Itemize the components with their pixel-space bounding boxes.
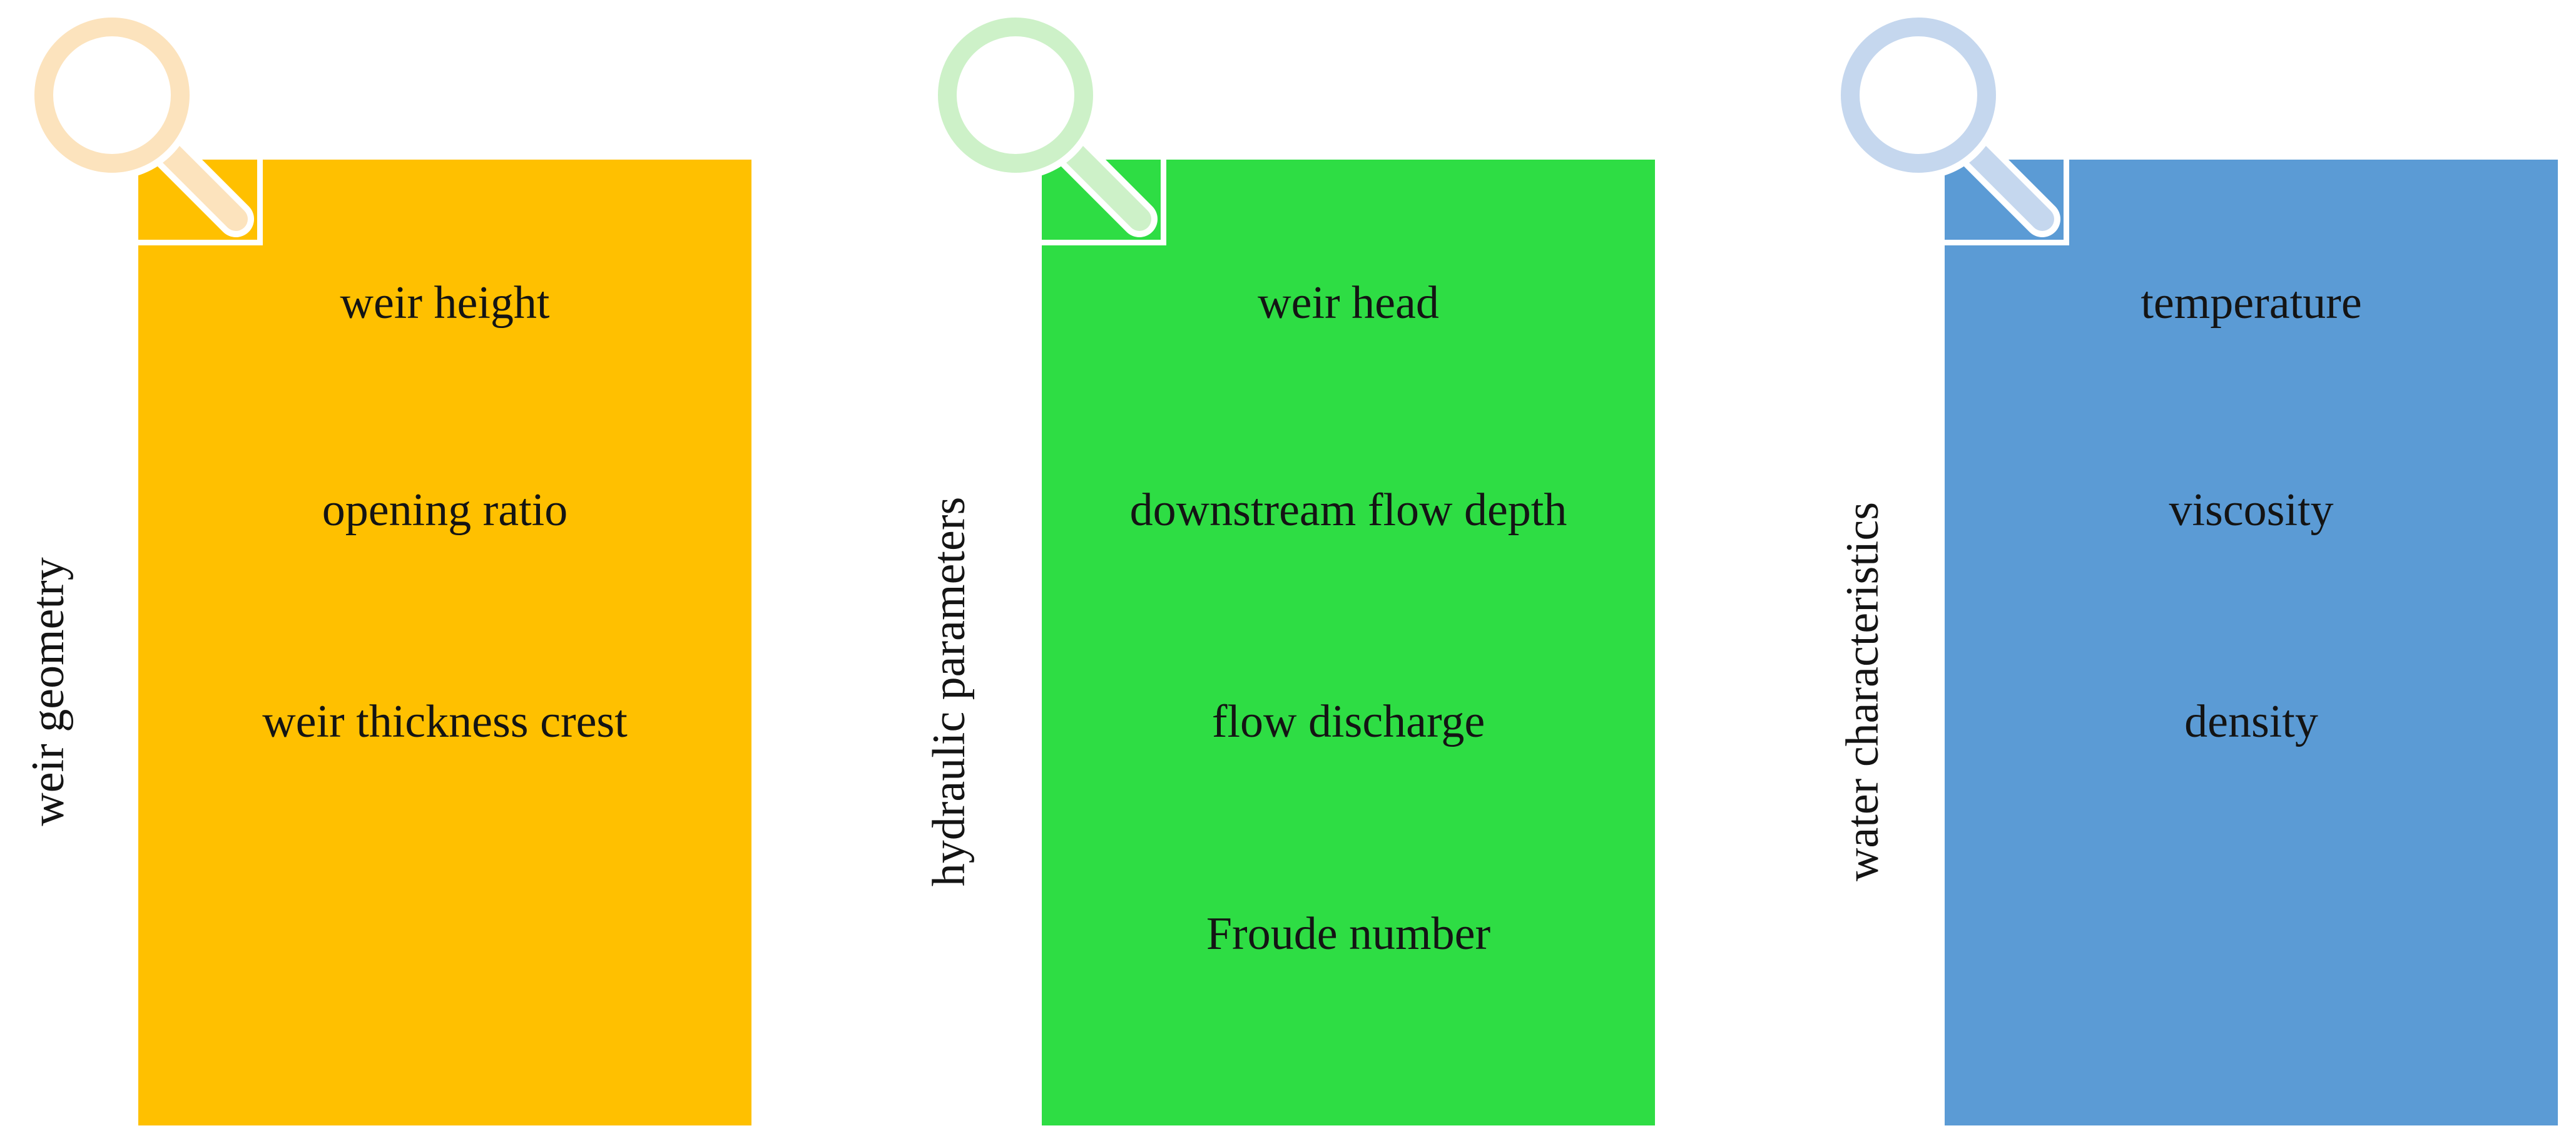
group-label: hydraulic parameters xyxy=(924,496,975,887)
panel-item: downstream flow depth xyxy=(1129,484,1567,536)
panel-item: viscosity xyxy=(2169,484,2334,536)
group-label: water characteristics xyxy=(1837,501,1888,882)
panel-item: temperature xyxy=(2141,277,2362,329)
panel-water-characteristics: temperature viscosity density xyxy=(1945,160,2558,1125)
group-label: weir geometry xyxy=(23,557,74,826)
magnifier-icon xyxy=(931,11,1158,237)
panel-item: opening ratio xyxy=(322,484,568,536)
panel-item: Froude number xyxy=(1206,908,1491,960)
magnifier-icon xyxy=(1834,11,2060,237)
magnifier-notch-frame xyxy=(1945,160,2069,245)
magnifier-icon xyxy=(28,11,254,237)
panel-item: weir head xyxy=(1258,277,1439,329)
panel-weir-geometry: weir height opening ratio weir thickness… xyxy=(138,160,751,1125)
panel-item: density xyxy=(2184,696,2318,747)
panel-item: weir thickness crest xyxy=(262,696,628,747)
panel-hydraulic-parameters: weir head downstream flow depth flow dis… xyxy=(1042,160,1655,1125)
panel-item: flow discharge xyxy=(1211,696,1485,747)
magnifier-notch-frame xyxy=(1042,160,1166,245)
magnifier-notch-frame xyxy=(138,160,263,245)
panel-item: weir height xyxy=(340,277,550,329)
